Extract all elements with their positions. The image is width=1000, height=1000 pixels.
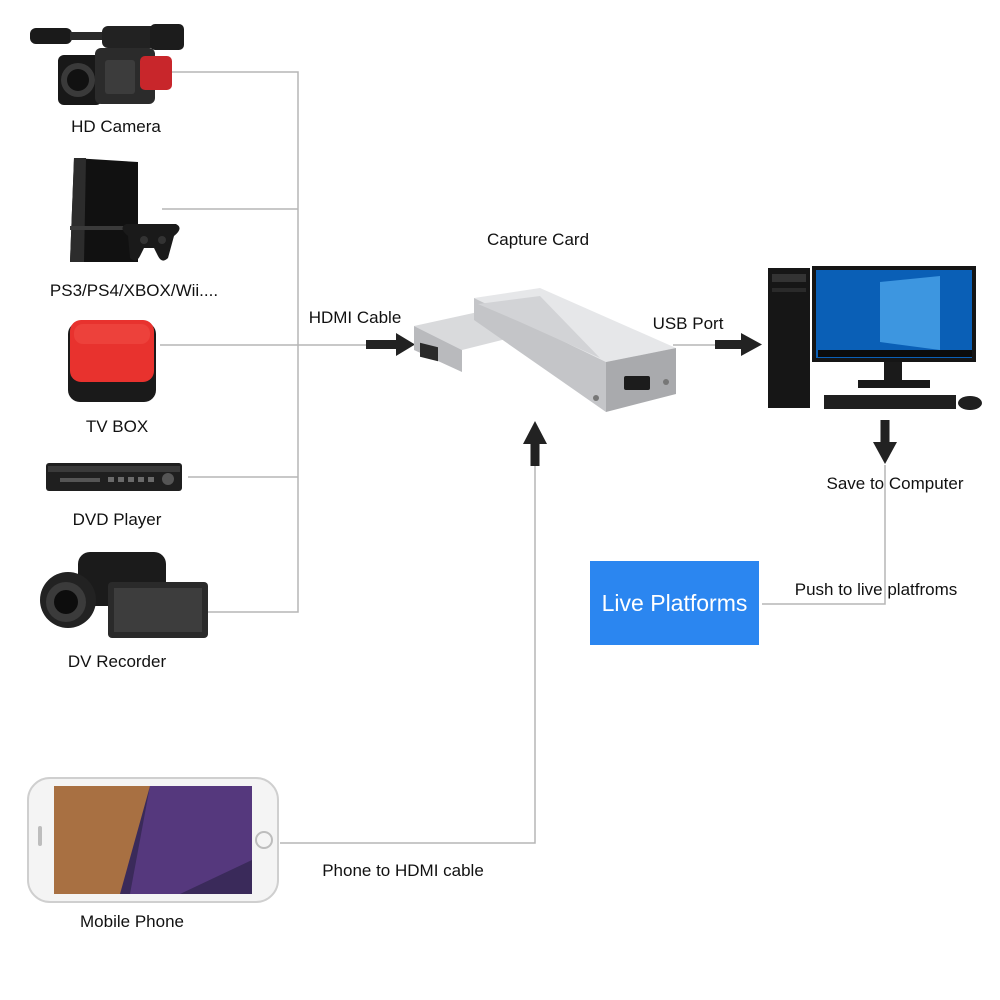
connector-lines — [160, 71, 886, 844]
save-arrow-down-icon — [873, 420, 897, 464]
hdmi-cable-label: HDMI Cable — [308, 308, 402, 327]
mobile-phone-label: Mobile Phone — [80, 912, 184, 931]
usb-arrow-icon — [715, 333, 762, 356]
tv-box-label: TV BOX — [85, 417, 149, 436]
tv-box-icon — [68, 320, 156, 402]
mobile-phone-icon — [27, 777, 279, 903]
dv-recorder-icon — [40, 552, 208, 638]
live-platforms-box: Live Platforms — [590, 561, 759, 645]
dvd-player-icon — [46, 463, 182, 491]
hd-camera-label: HD Camera — [71, 117, 161, 136]
game-console-icon — [70, 158, 180, 262]
save-to-computer-label: Save to Computer — [826, 474, 964, 493]
capture-card-label: Capture Card — [486, 230, 590, 249]
hd-camera-icon — [30, 24, 184, 105]
hdmi-arrow-icon — [366, 333, 415, 356]
push-live-label: Push to live platfroms — [794, 580, 958, 599]
phone-arrow-up-icon — [523, 421, 547, 466]
phone-to-hdmi-label: Phone to HDMI cable — [322, 861, 484, 880]
usb-port-label: USB Port — [652, 314, 724, 333]
dvd-player-label: DVD Player — [72, 510, 162, 529]
dv-recorder-label: DV Recorder — [67, 652, 167, 671]
console-label: PS3/PS4/XBOX/Wii.... — [49, 281, 219, 300]
capture-card-icon — [414, 288, 676, 412]
desktop-computer-icon — [768, 266, 982, 410]
